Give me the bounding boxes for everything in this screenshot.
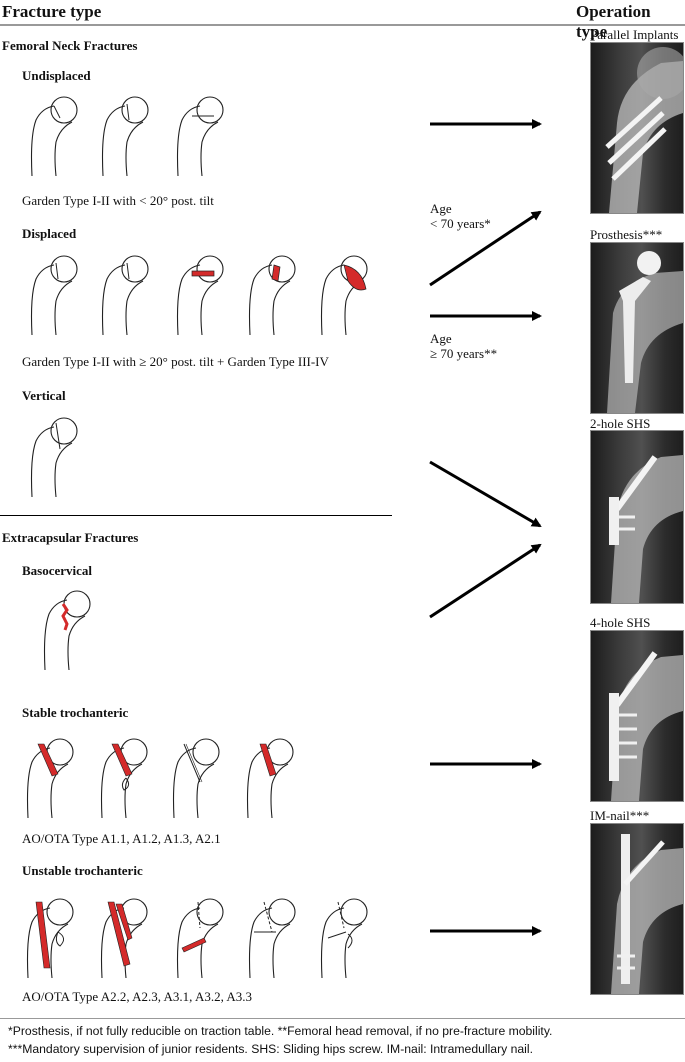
arrow-vertical bbox=[429, 460, 542, 528]
parallel-implants-label: Parallel Implants bbox=[590, 27, 679, 42]
unstable-trochanteric-caption: AO/OTA Type A2.2, A2.3, A3.1, A3.2, A3.3 bbox=[22, 989, 253, 1004]
femoral-neck-section-title: Femoral Neck Fractures bbox=[2, 38, 138, 53]
section-divider bbox=[0, 515, 392, 516]
displaced-drawing-3 bbox=[176, 255, 224, 336]
arrow-basocervical bbox=[429, 543, 542, 619]
displaced-caption: Garden Type I-II with ≥ 20° post. tilt +… bbox=[22, 354, 329, 369]
undisplaced-drawing-2 bbox=[101, 96, 149, 177]
undisplaced-drawing-3 bbox=[176, 96, 224, 177]
displaced-drawing-5 bbox=[320, 255, 368, 336]
footer-rule bbox=[0, 1018, 685, 1019]
shs2-xray bbox=[590, 430, 684, 604]
stable-drawing-4 bbox=[246, 738, 294, 819]
undisplaced-drawing-1 bbox=[30, 96, 78, 177]
displaced-drawing-1 bbox=[30, 255, 78, 336]
stable-drawing-2 bbox=[100, 738, 148, 819]
stable-drawing-1 bbox=[26, 738, 74, 819]
stable-trochanteric-caption: AO/OTA Type A1.1, A1.2, A1.3, A2.1 bbox=[22, 831, 221, 846]
imnail-xray bbox=[590, 823, 684, 995]
prosthesis-xray bbox=[590, 242, 684, 414]
unstable-drawing-3 bbox=[176, 898, 224, 979]
vertical-drawing bbox=[30, 417, 78, 498]
age-under-label-line2: < 70 years* bbox=[430, 216, 491, 231]
unstable-drawing-4 bbox=[248, 898, 296, 979]
displaced-label: Displaced bbox=[22, 226, 77, 241]
undisplaced-caption: Garden Type I-II with < 20° post. tilt bbox=[22, 193, 214, 208]
basocervical-drawing bbox=[43, 590, 91, 671]
age-under-label-line1: Age bbox=[430, 201, 452, 216]
displaced-drawing-4 bbox=[248, 255, 296, 336]
vertical-label: Vertical bbox=[22, 388, 66, 403]
fracture-type-header: Fracture type bbox=[2, 2, 102, 21]
arrow-age-under-70 bbox=[429, 210, 542, 287]
stable-drawing-3 bbox=[172, 738, 220, 819]
unstable-drawing-2 bbox=[100, 898, 148, 979]
shs2-label: 2-hole SHS bbox=[590, 416, 651, 431]
unstable-drawing-1 bbox=[26, 898, 74, 979]
footnote-line2: ***Mandatory supervision of junior resid… bbox=[8, 1042, 533, 1056]
displaced-drawing-2 bbox=[101, 255, 149, 336]
extracapsular-section-title: Extracapsular Fractures bbox=[2, 530, 139, 545]
unstable-drawing-5 bbox=[320, 898, 368, 979]
unstable-trochanteric-label: Unstable trochanteric bbox=[22, 863, 143, 878]
operation-type-header: Operation type bbox=[576, 2, 651, 41]
prosthesis-label: Prosthesis*** bbox=[590, 227, 663, 242]
age-over-label-line1: Age bbox=[430, 331, 452, 346]
header-rule bbox=[0, 24, 685, 26]
parallel-implants-xray bbox=[590, 42, 684, 214]
age-over-label-line2: ≥ 70 years** bbox=[430, 346, 498, 361]
shs4-label: 4-hole SHS bbox=[590, 615, 651, 630]
shs4-xray bbox=[590, 630, 684, 802]
undisplaced-label: Undisplaced bbox=[22, 68, 91, 83]
stable-trochanteric-label: Stable trochanteric bbox=[22, 705, 129, 720]
imnail-label: IM-nail*** bbox=[590, 808, 650, 823]
footnote-line1: *Prosthesis, if not fully reducible on t… bbox=[8, 1024, 553, 1038]
basocervical-label: Basocervical bbox=[22, 563, 93, 578]
